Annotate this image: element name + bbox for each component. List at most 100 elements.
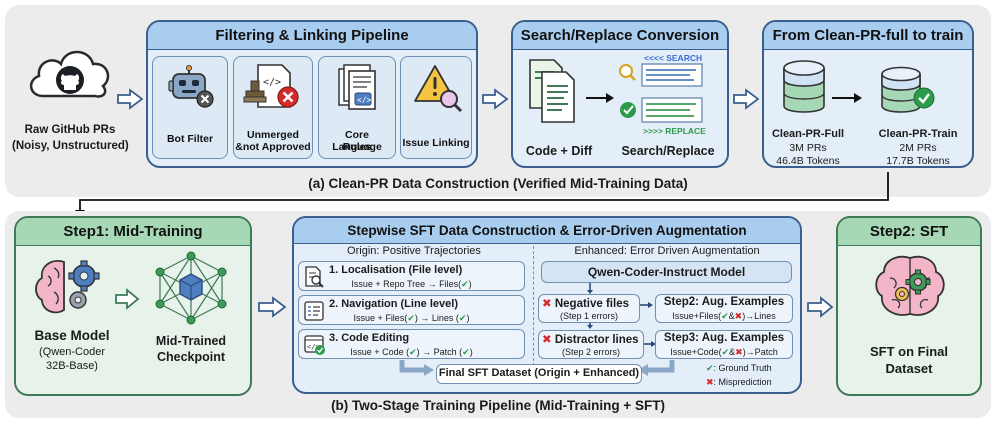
distractor-lines-sub: (Step 2 errors): [561, 347, 621, 357]
legend-mispred-label: : Misprediction: [713, 377, 772, 387]
sft-final-label-line2: Dataset: [885, 361, 933, 376]
unmerged-label-line2: &not Approved: [235, 141, 311, 153]
navigation-title: 2. Navigation (Line level): [329, 298, 458, 310]
search-replace-title: Search/Replace Conversion: [513, 22, 727, 50]
distractor-lines-label: Distractor lines: [554, 334, 639, 346]
check-icon: ✔: [706, 363, 714, 373]
base-model-sub2: 32B-Base): [46, 360, 98, 372]
negative-files-title: ✖ Negative files: [542, 296, 629, 310]
brain-gear-icon: [875, 255, 945, 316]
step1-title: Step1: Mid-Training: [16, 218, 250, 246]
section-a-caption: (a) Clean-PR Data Construction (Verified…: [308, 176, 688, 191]
svg-text:</>: </>: [357, 96, 372, 105]
checkpoint-label-line1: Mid-Trained: [155, 334, 227, 348]
cross-icon: ✖: [542, 334, 552, 346]
code-lines-icon: [304, 301, 324, 321]
flow-arrow-icon: [117, 88, 144, 110]
cross-icon: ✖: [734, 311, 743, 321]
code-diff-documents-icon: [529, 59, 575, 123]
cross-icon: ✖: [706, 377, 714, 387]
formula-text: Issue + Repo Tree → Files(: [351, 279, 462, 289]
warning-search-icon: [414, 65, 463, 113]
merge-arrows: [399, 360, 675, 376]
clean-pr-train-name: Clean-PR-Train: [878, 128, 958, 140]
check-icon: ✔: [721, 347, 730, 357]
search-tag: <<<< SEARCH: [644, 53, 703, 63]
code-document-icon: </>: [338, 64, 376, 110]
aug-step3-box: Step3: Aug. Examples Issue+Code(✔&✖)→Pat…: [655, 330, 793, 359]
cross-icon: ✖: [735, 347, 743, 357]
check-icon: ✔: [407, 313, 415, 323]
localisation-formula: Issue + Repo Tree → Files(✔): [299, 279, 524, 290]
brain-gears-icon: [35, 260, 100, 314]
cross-icon: ✖: [542, 298, 552, 310]
navigation-row: 2. Navigation (Line level) Issue + Files…: [298, 295, 525, 325]
formula-text: Issue + Files(: [353, 313, 408, 323]
clean-pr-full-prs: 3M PRs: [789, 142, 827, 154]
step3-arrow-icon: [644, 341, 656, 347]
formula-text: ): [466, 313, 470, 323]
neural-network-icon: [155, 251, 227, 325]
formula-text: &: [729, 347, 736, 357]
unmerged-label-line1: Unmerged: [247, 129, 299, 141]
negative-files-label: Negative files: [554, 298, 629, 310]
issue-linking-label: Issue Linking: [402, 137, 470, 149]
aug-step3-formula: Issue+Code(✔&✖)→Patch: [656, 347, 792, 358]
robot-icon: [168, 65, 214, 108]
issue-linking-card: Issue Linking: [400, 56, 472, 159]
formula-text: Issue+Files(: [672, 311, 722, 321]
source-label-line2: (Noisy, Unstructured): [12, 140, 129, 152]
file-search-icon: [305, 266, 324, 288]
checkpoint-label-line2: Checkpoint: [156, 350, 226, 364]
clean-pr-full-name: Clean-PR-Full: [771, 128, 845, 140]
check-icon: ✔: [461, 279, 469, 289]
step2-title: Step2: SFT: [838, 218, 980, 246]
aug-step2-formula: Issue+Files(✔&✖)→Lines: [656, 311, 792, 322]
localisation-row: 1. Localisation (File level) Issue + Rep…: [298, 261, 525, 291]
clean-pr-panel: From Clean-PR-full to train: [762, 20, 974, 168]
base-model-sub1: (Qwen-Coder: [38, 346, 106, 358]
clean-pr-train-tokens: 17.7B Tokens: [886, 155, 950, 167]
flow-arrow-icon: [482, 88, 509, 110]
search-replace-blocks-icon: [619, 63, 703, 123]
base-model-label: Base Model: [34, 328, 110, 343]
flow-arrow-icon: [115, 288, 140, 310]
bot-filter-card: Bot Filter: [152, 56, 228, 159]
legend-truth-label: : Ground Truth: [713, 363, 772, 373]
code-editing-row: </> 3. Code Editing Issue + Code (✔) → P…: [298, 329, 525, 359]
formula-text: ): [469, 347, 473, 357]
final-sft-dataset-label: Final SFT Dataset (Origin + Enhanced): [438, 367, 640, 379]
search-replace-label: Search/Replace: [621, 144, 715, 158]
enhanced-header: Enhanced: Error Driven Augmentation: [574, 245, 760, 257]
flow-arrow-icon: [258, 296, 287, 318]
code-diff-label: Code + Diff: [525, 144, 593, 158]
legend-misprediction: ✖: Misprediction: [706, 377, 772, 388]
distractor-lines-box: ✖ Distractor lines (Step 2 errors): [538, 330, 644, 359]
database-full-icon: [783, 60, 825, 113]
search-replace-panel: Search/Replace Conversion: [511, 20, 729, 168]
sft-construction-title: Stepwise SFT Data Construction & Error-D…: [294, 218, 800, 244]
qwen-coder-instruct-box: Qwen-Coder-Instruct Model: [541, 261, 792, 283]
navigation-formula: Issue + Files(✔) → Lines (✔): [299, 313, 524, 324]
clean-pr-train-prs: 2M PRs: [899, 142, 937, 154]
unmerged-card: </> Unmerged &not Approved: [233, 56, 313, 159]
core-language-label-line1: Core Language: [332, 129, 382, 153]
clean-pr-title: From Clean-PR-full to train: [764, 22, 972, 50]
distractor-lines-title: ✖ Distractor lines: [542, 332, 639, 346]
formula-text: ) → Patch (: [416, 347, 463, 357]
source-label-line1: Raw GitHub PRs: [24, 124, 116, 136]
rejected-stamp-icon: </>: [243, 64, 299, 108]
legend-ground-truth: ✔: Ground Truth: [706, 363, 772, 374]
github-cloud-icon: [30, 50, 110, 98]
origin-header: Origin: Positive Trajectories: [347, 245, 481, 257]
svg-text:</>: </>: [263, 77, 281, 88]
check-icon: ✔: [721, 311, 729, 321]
formula-text: ) → Lines (: [414, 313, 459, 323]
filtering-panel-title: Filtering & Linking Pipeline: [148, 22, 476, 50]
flow-arrow-icon: [807, 296, 834, 318]
code-editor-icon: </>: [304, 335, 325, 355]
aug-step2-title: Step2: Aug. Examples: [663, 296, 785, 308]
section-b-caption: (b) Two-Stage Training Pipeline (Mid-Tra…: [331, 398, 665, 413]
formula-text: Issue+Code(: [670, 347, 722, 357]
core-language-card: </> Core Language Rules: [318, 56, 396, 159]
